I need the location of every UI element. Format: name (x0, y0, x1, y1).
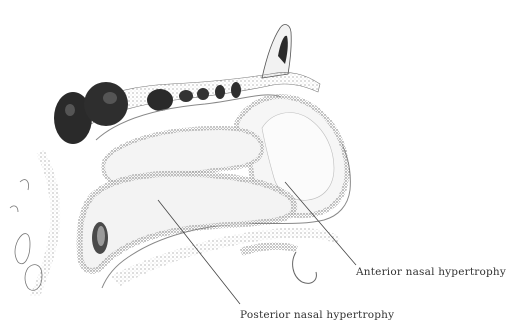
label-posterior-hypertrophy: Posterior nasal hypertrophy (240, 309, 394, 321)
posterior-structures (10, 180, 42, 291)
pharyngeal-wall (30, 150, 60, 296)
label-anterior-hypertrophy: Anterior nasal hypertrophy (355, 266, 506, 278)
eustachian-opening-inner (97, 226, 105, 246)
lip-stipple (240, 242, 298, 256)
nostril-curve (293, 252, 317, 283)
